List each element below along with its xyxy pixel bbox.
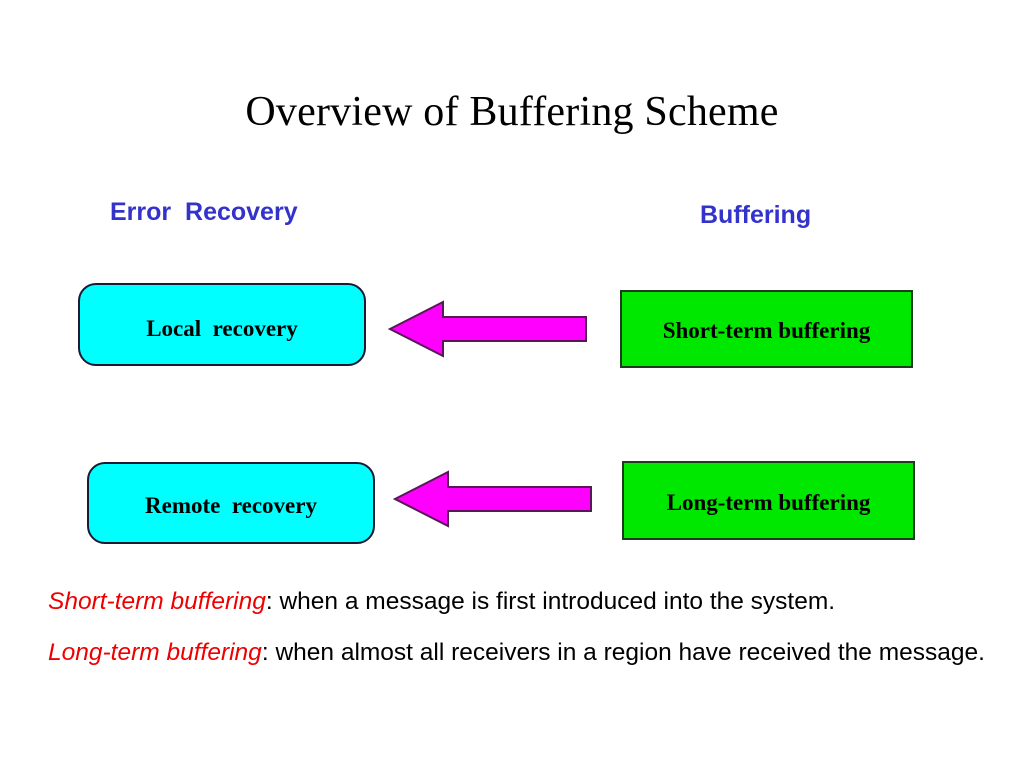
note-short-term-term: Short-term buffering: [48, 588, 266, 615]
box-long-term-buffering[interactable]: Long-term buffering: [622, 461, 915, 540]
box-remote-recovery-label: Remote recovery: [145, 493, 317, 518]
column-header-error-recovery: Error Recovery: [110, 198, 298, 226]
box-remote-recovery[interactable]: Remote recovery: [87, 462, 375, 544]
box-local-recovery-label: Local recovery: [146, 315, 298, 341]
note-long-term-term: Long-term buffering: [48, 639, 262, 666]
box-long-term-buffering-label: Long-term buffering: [666, 489, 871, 515]
column-header-buffering: Buffering: [700, 201, 812, 229]
note-short-term-definition: : when a message is first introduced int…: [265, 588, 836, 615]
note-long-term: Long-term buffering: when almost all rec…: [48, 637, 988, 668]
page-title: Overview of Buffering Scheme: [245, 89, 779, 135]
box-short-term-buffering[interactable]: Short-term buffering: [620, 290, 913, 368]
left-arrow-icon-long-term: [393, 470, 592, 528]
left-arrow-icon-short-term: [388, 300, 587, 358]
box-local-recovery[interactable]: Local recovery: [78, 283, 366, 366]
box-short-term-buffering-label: Short-term buffering: [662, 318, 871, 343]
note-short-term: Short-term buffering: when a message is …: [48, 586, 988, 617]
note-long-term-definition: : when almost all receivers in a region …: [261, 639, 985, 666]
